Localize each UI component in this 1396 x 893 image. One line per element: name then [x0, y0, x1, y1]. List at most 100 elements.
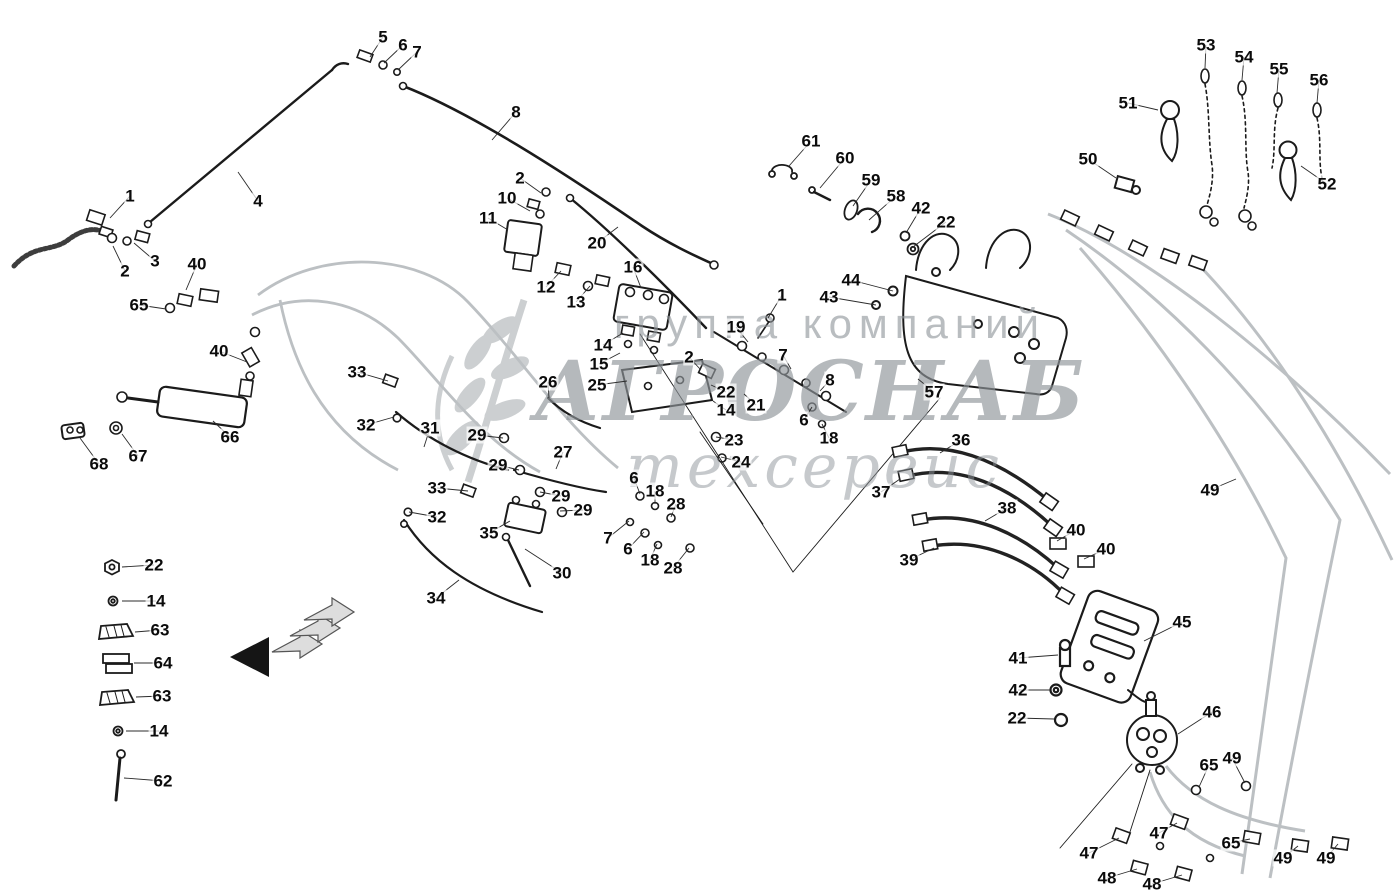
part-label-65-98: 65 — [1220, 833, 1242, 853]
part-label-68-13: 68 — [88, 454, 110, 474]
valve-46 — [1059, 691, 1178, 849]
bracket-57 — [871, 228, 1068, 396]
part-label-56-50: 56 — [1308, 70, 1330, 90]
part-label-13-19: 13 — [565, 292, 587, 312]
part-label-47-95: 47 — [1148, 823, 1170, 843]
part-label-42-58: 42 — [910, 198, 932, 218]
part-label-3-7: 3 — [149, 251, 161, 271]
part-label-65-92: 65 — [1198, 755, 1220, 775]
part-label-22-28: 22 — [715, 382, 737, 402]
part-label-30-71: 30 — [551, 563, 573, 583]
part-label-7-76: 7 — [602, 528, 614, 548]
part-label-49-46: 49 — [1199, 480, 1221, 500]
part-label-48-97: 48 — [1141, 874, 1163, 893]
part-label-26-24: 26 — [537, 372, 559, 392]
part-label-47-94: 47 — [1078, 843, 1100, 863]
part-label-14-85: 14 — [148, 721, 170, 741]
cylinder-66 — [116, 371, 255, 429]
cable-end — [11, 227, 107, 269]
part-label-49-93: 49 — [1221, 748, 1243, 768]
part-label-6-77: 6 — [622, 539, 634, 559]
part-label-10-15: 10 — [496, 188, 518, 208]
part-label-40-8: 40 — [186, 254, 208, 274]
part-label-58-57: 58 — [885, 186, 907, 206]
pipe-fittings-right — [891, 443, 1095, 606]
part-label-60-55: 60 — [834, 148, 856, 168]
part-label-28-79: 28 — [662, 558, 684, 578]
part-label-8-32: 8 — [824, 370, 836, 390]
part-label-37-41: 37 — [870, 482, 892, 502]
part-label-2-14: 2 — [514, 168, 526, 188]
part-label-25-23: 25 — [586, 375, 608, 395]
part-label-48-96: 48 — [1096, 868, 1118, 888]
part-label-42-89: 42 — [1007, 680, 1029, 700]
part-label-39-43: 39 — [898, 550, 920, 570]
bracket-45 — [1049, 589, 1160, 728]
part-label-43-37: 43 — [818, 287, 840, 307]
plate-25 — [546, 358, 714, 430]
part-label-21-30: 21 — [745, 395, 767, 415]
pipe-8 — [398, 81, 719, 270]
part-label-46-91: 46 — [1201, 702, 1223, 722]
part-label-32-61: 32 — [355, 415, 377, 435]
part-label-38-42: 38 — [996, 498, 1018, 518]
part-label-34-72: 34 — [425, 588, 447, 608]
part-label-66-11: 66 — [219, 427, 241, 447]
part-label-50-52: 50 — [1077, 149, 1099, 169]
part-label-8-3: 8 — [510, 102, 522, 122]
legend-hardware — [97, 558, 136, 802]
part-label-53-47: 53 — [1195, 35, 1217, 55]
part-label-1-26: 1 — [776, 285, 788, 305]
part-label-11-16: 11 — [478, 208, 498, 228]
part-label-1-5: 1 — [124, 186, 136, 206]
part-label-5-0: 5 — [377, 27, 389, 47]
part-label-7-2: 7 — [411, 42, 423, 62]
part-label-29-63: 29 — [466, 425, 488, 445]
part-label-15-22: 15 — [588, 354, 610, 374]
pipes-36-39 — [900, 447, 1066, 596]
part-label-33-60: 33 — [346, 362, 368, 382]
part-label-29-64: 29 — [487, 455, 509, 475]
part-label-2-27: 2 — [683, 347, 695, 367]
part-label-12-18: 12 — [535, 277, 557, 297]
part-label-20-17: 20 — [586, 233, 608, 253]
clevis-68 — [60, 421, 123, 441]
hose-fittings-top — [1059, 209, 1209, 272]
part-label-45-87: 45 — [1171, 612, 1193, 632]
clamps-58-61 — [768, 164, 920, 256]
part-label-64-83: 64 — [152, 653, 174, 673]
part-label-6-73: 6 — [628, 468, 640, 488]
part-label-28-75: 28 — [665, 494, 687, 514]
part-label-31-62: 31 — [419, 418, 441, 438]
part-label-51-51: 51 — [1117, 93, 1139, 113]
part-label-14-81: 14 — [145, 591, 167, 611]
part-label-29-67: 29 — [572, 500, 594, 520]
chains-53-56 — [1199, 68, 1323, 231]
part-label-14-21: 14 — [592, 335, 614, 355]
part-label-6-33: 6 — [798, 410, 810, 430]
part-label-61-54: 61 — [800, 131, 822, 151]
part-label-4-4: 4 — [252, 191, 264, 211]
part-label-63-82: 63 — [149, 620, 171, 640]
part-label-6-1: 6 — [397, 35, 409, 55]
part-label-23-35: 23 — [723, 430, 745, 450]
fittings-bottom-right — [1111, 780, 1350, 882]
part-label-18-34: 18 — [818, 428, 840, 448]
part-label-32-69: 32 — [426, 507, 448, 527]
part-label-18-78: 18 — [639, 550, 661, 570]
part-label-40-10: 40 — [208, 341, 230, 361]
part-label-67-12: 67 — [127, 446, 149, 466]
part-label-54-48: 54 — [1233, 47, 1255, 67]
part-label-44-38: 44 — [840, 270, 862, 290]
part-label-49-99: 49 — [1272, 848, 1294, 868]
direction-arrow — [230, 596, 356, 677]
part-label-55-49: 55 — [1268, 59, 1290, 79]
part-label-52-53: 52 — [1316, 174, 1338, 194]
part-label-16-20: 16 — [622, 257, 644, 277]
part-label-57-39: 57 — [923, 382, 945, 402]
part-label-29-66: 29 — [550, 486, 572, 506]
part-label-49-100: 49 — [1315, 848, 1337, 868]
part-label-63-84: 63 — [151, 686, 173, 706]
part-label-33-68: 33 — [426, 478, 448, 498]
